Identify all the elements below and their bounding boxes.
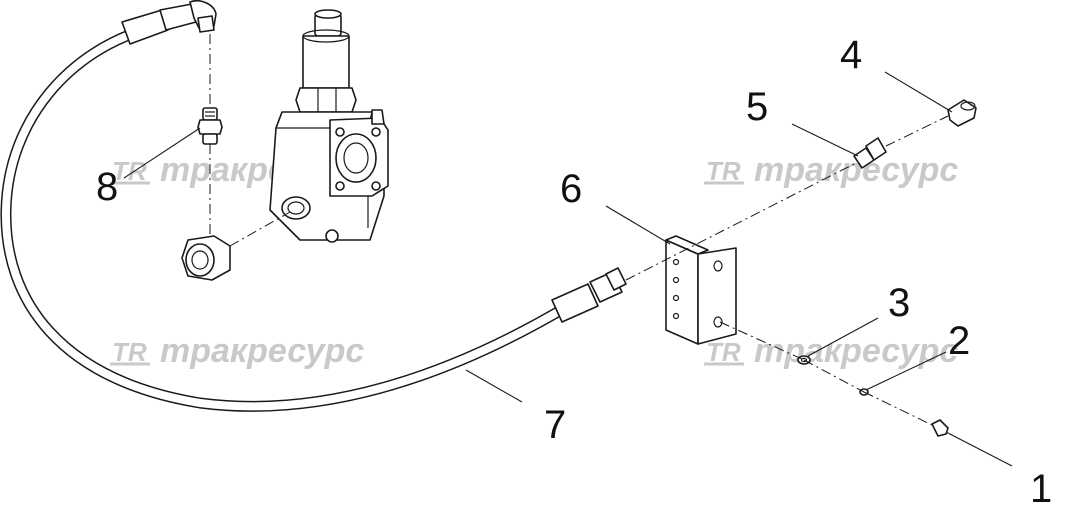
valve-body [269, 9, 389, 243]
watermark-logo: TR [112, 337, 147, 367]
callout-8: 8 [96, 165, 118, 209]
port-nut [181, 235, 231, 281]
callout-7: 7 [544, 403, 566, 447]
callout-5: 5 [746, 85, 768, 129]
fitting-part-5 [853, 137, 887, 169]
callout-3: 3 [888, 281, 910, 325]
hose-part-7 [0, 0, 627, 412]
assembly-axes [209, 34, 949, 427]
watermark-logo: TR [706, 156, 741, 186]
watermark-top-right: TR тракресурс [704, 151, 958, 189]
callout-2: 2 [948, 319, 970, 363]
leader-lines [123, 71, 1013, 467]
bolt-part-1 [931, 419, 949, 437]
fitting-part-8 [197, 107, 223, 145]
callout-6: 6 [560, 167, 582, 211]
watermark-text: тракресурс [160, 332, 364, 370]
cap-part-4 [947, 99, 977, 127]
bracket-part-6 [665, 235, 737, 345]
watermark-bottom-left: TR тракресурс [110, 332, 364, 370]
watermark-logo: TR [112, 156, 147, 186]
watermark-bottom-right: TR тракресурс [704, 332, 958, 370]
callout-4: 4 [840, 33, 862, 77]
callout-1: 1 [1030, 467, 1052, 511]
watermark-logo: TR [706, 337, 741, 367]
watermark-text: тракресурс [754, 332, 958, 370]
